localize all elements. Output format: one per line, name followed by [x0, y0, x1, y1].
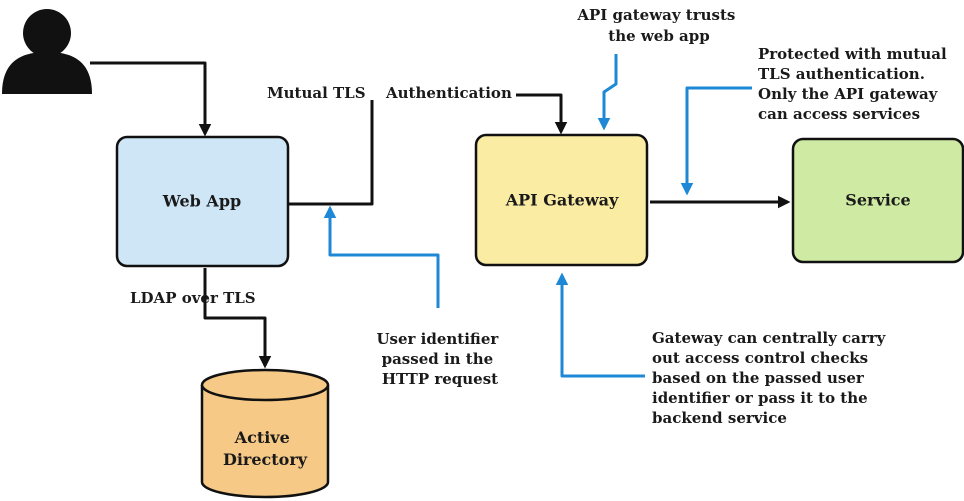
access-control-annotation: Gateway can centrally carry out access c… — [652, 329, 891, 427]
protected-annotation: Protected with mutual TLS authentication… — [758, 45, 952, 123]
webapp-to-gateway-connector — [288, 100, 374, 206]
user-identifier-annotation: User identifier passed in the HTTP reque… — [376, 330, 503, 388]
user-identifier-callout-arrow — [323, 205, 440, 308]
ldap-connector-arrow — [203, 268, 272, 369]
service-node: Service — [791, 137, 964, 264]
authentication-to-gateway-arrow — [516, 93, 568, 135]
user-icon — [2, 9, 92, 94]
api-gateway-node: API Gateway — [474, 133, 649, 267]
access-control-callout-arrow — [555, 272, 645, 378]
gateway-trusts-annotation: API gateway trusts the web app — [576, 6, 740, 45]
active-directory-body — [200, 385, 330, 499]
trust-callout-arrow — [597, 54, 618, 131]
mutual-tls-label: Mutual TLS — [267, 84, 366, 102]
user-to-webapp-arrow — [90, 61, 212, 137]
web-app-box — [115, 135, 290, 268]
service-label: Service — [845, 191, 910, 210]
ldap-over-tls-label: LDAP over TLS — [130, 289, 256, 307]
web-app-label: Web App — [162, 192, 241, 211]
api-gateway-box — [474, 133, 649, 267]
active-directory-top — [200, 368, 330, 402]
web-app-node: Web App — [115, 135, 290, 268]
service-box — [791, 137, 964, 264]
protected-callout-arrow — [680, 86, 752, 196]
active-directory-node: Active Directory — [200, 368, 330, 499]
api-gateway-label: API Gateway — [505, 191, 619, 210]
authentication-label: Authentication — [385, 84, 512, 102]
active-directory-label: Active Directory — [223, 428, 308, 469]
